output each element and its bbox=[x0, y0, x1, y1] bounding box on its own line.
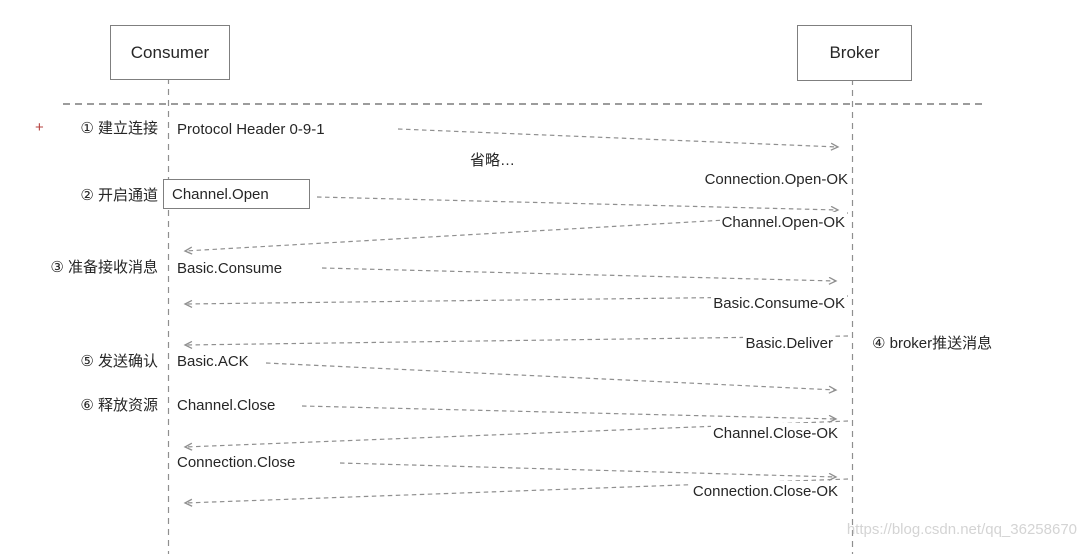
step-label-prepare-consume: ③ 准备接收消息 bbox=[50, 259, 158, 276]
arrow-channel-open bbox=[316, 196, 838, 210]
arrow-basic-ack bbox=[265, 362, 836, 390]
arrow-protocol-header bbox=[397, 128, 838, 147]
message-protocol-header: Protocol Header 0-9-1 bbox=[175, 119, 327, 141]
arrow-basic-consume bbox=[321, 267, 836, 281]
message-basic-consume-ok: Basic.Consume-OK bbox=[711, 293, 847, 315]
step-label-release-resources: ⑥ 释放资源 bbox=[80, 397, 158, 414]
arrow-basic-deliver bbox=[185, 335, 849, 345]
message-basic-ack: Basic.ACK bbox=[175, 351, 251, 373]
participant-consumer-label: Consumer bbox=[130, 42, 210, 62]
step-label-establish-connection: ① 建立连接 bbox=[80, 120, 158, 137]
arrow-connection-close bbox=[339, 462, 836, 477]
message-basic-consume: Basic.Consume bbox=[175, 258, 285, 280]
message-channel-open-box: Channel.Open bbox=[163, 179, 310, 209]
arrow-channel-open-ok bbox=[185, 212, 849, 251]
omitted-messages-label: 省略… bbox=[470, 152, 516, 169]
message-channel-open: Channel.Open bbox=[172, 185, 269, 203]
message-channel-close: Channel.Close bbox=[175, 395, 278, 417]
step-label-broker-push: ④ broker推送消息 bbox=[872, 335, 993, 352]
arrow-channel-close bbox=[301, 405, 836, 419]
arrow-connection-close-ok bbox=[185, 478, 849, 503]
step-label-open-channel: ② 开启通道 bbox=[80, 187, 158, 204]
message-channel-open-ok: Channel.Open-OK bbox=[719, 212, 847, 234]
step-label-send-ack: ⑤ 发送确认 bbox=[80, 353, 158, 370]
message-connection-open-ok: Connection.Open-OK bbox=[702, 169, 850, 191]
message-connection-close: Connection.Close bbox=[175, 452, 298, 474]
participant-consumer: Consumer bbox=[110, 25, 230, 80]
message-connection-close-ok: Connection.Close-OK bbox=[690, 481, 840, 503]
participant-broker-label: Broker bbox=[829, 43, 880, 62]
plus-marker: + bbox=[35, 119, 44, 136]
watermark-text: https://blog.csdn.net/qq_36258670 bbox=[846, 521, 1077, 538]
arrow-basic-consume-ok bbox=[185, 295, 849, 304]
participant-broker: Broker bbox=[797, 25, 912, 81]
message-channel-close-ok: Channel.Close-OK bbox=[710, 423, 840, 445]
message-basic-deliver: Basic.Deliver bbox=[743, 333, 835, 355]
arrow-channel-close-ok bbox=[185, 420, 849, 447]
